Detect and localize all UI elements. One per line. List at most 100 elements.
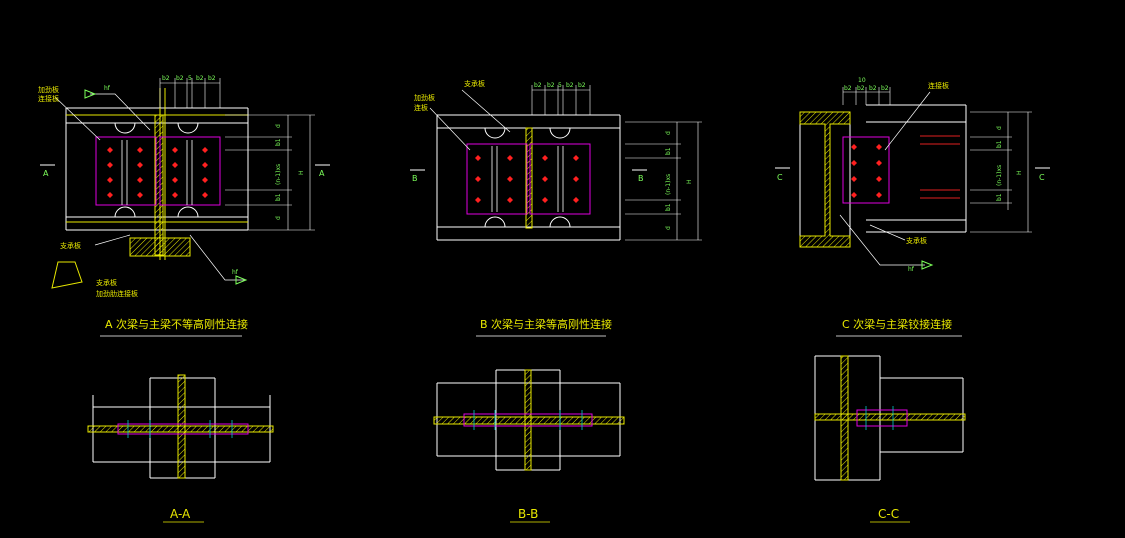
bolt: [876, 160, 882, 166]
bolt: [876, 192, 882, 198]
view-b-label-plate: 支承板: [464, 79, 485, 88]
view-a-dim-top-3: b2: [196, 75, 204, 82]
section-a-a-flange: [87, 425, 274, 433]
bolt: [107, 177, 113, 183]
view-b-dim-top-0: b2: [534, 82, 542, 89]
view-b-dim-right-1: b1: [665, 147, 672, 155]
section-c-c-outline: [814, 355, 964, 481]
bolt: [475, 155, 481, 161]
view-b-cope-holes: [484, 127, 571, 228]
view-c: 10 b2 b2 b2 b2 d b1 (n-1)xs b1 H C C 连接板…: [775, 77, 1050, 337]
view-a-dim-right-2: (n-1)xs: [275, 164, 282, 185]
view-b-dim-top-2: 5: [558, 82, 562, 89]
view-b-note-2: 连板: [414, 103, 428, 112]
view-b-right-dims: [625, 121, 702, 241]
view-b-dim-right-3: b1: [665, 203, 672, 211]
view-a-stiffener-detail: [51, 261, 83, 289]
view-c-dim-right-3: b1: [996, 193, 1003, 201]
bolt: [107, 147, 113, 153]
view-b-dim-top-3: b2: [566, 82, 574, 89]
section-b-b-plate: [463, 413, 593, 427]
view-a-dim-top-2: 5: [188, 75, 192, 82]
view-a-weld-symbol-top: [84, 89, 97, 99]
bolt: [202, 177, 208, 183]
view-a-bolt-lines: [121, 140, 193, 205]
view-a-title: A 次梁与主梁不等高刚性连接: [105, 317, 248, 331]
view-a-label-plate: 连接板: [38, 94, 59, 103]
section-b-b: B-B: [433, 369, 625, 523]
view-c-label-hf: hf: [908, 266, 915, 273]
view-b-top-dims: [531, 85, 591, 115]
view-a-dim-right-0: d: [275, 124, 282, 128]
view-a-dim-right-4: d: [275, 216, 282, 220]
view-a-section-mark-left: A: [43, 169, 49, 178]
bolt: [542, 176, 548, 182]
bolt: [172, 192, 178, 198]
view-c-top-dims: [842, 87, 891, 105]
view-a-dim-right-3: b1: [275, 193, 282, 201]
view-c-weld-symbol: [921, 260, 934, 270]
bolt: [202, 147, 208, 153]
bolt: [202, 162, 208, 168]
view-c-section-mark-right: C: [1039, 173, 1045, 182]
view-a-splice-plate-left: [95, 136, 157, 206]
section-a-a-title: A-A: [170, 507, 191, 521]
view-b-note-1: 加劲板: [414, 93, 435, 102]
bolt: [107, 162, 113, 168]
view-c-dim-right-0: d: [996, 126, 1003, 130]
view-a-splice-plate-right: [159, 136, 221, 206]
view-c-right-dims: [970, 111, 1032, 233]
bolt: [851, 144, 857, 150]
view-b-dim-h: H: [686, 179, 693, 184]
bolt: [851, 192, 857, 198]
bolt: [475, 197, 481, 203]
bolt: [507, 155, 513, 161]
view-c-leaders: [839, 91, 931, 266]
bolt: [876, 176, 882, 182]
view-a-note-2: 加劲肋连接板: [96, 289, 138, 298]
view-a-label-hf-top: hf: [104, 85, 111, 92]
bolt: [507, 197, 513, 203]
section-c-c-flange: [814, 413, 966, 421]
bolt: [202, 192, 208, 198]
bolt: [542, 155, 548, 161]
view-b-dim-right-0: d: [665, 131, 672, 135]
section-b-b-bolt-lines: [473, 410, 583, 430]
bolt: [475, 176, 481, 182]
bolt: [851, 176, 857, 182]
view-a-main-beam-flange: [129, 237, 191, 257]
view-c-note-1: 支承板: [906, 236, 927, 245]
view-a: b2 b2 5 b2 b2 d b1 (n-1)xs b1 d H A A 加劲…: [38, 75, 330, 337]
section-c-c-title: C-C: [878, 507, 899, 521]
bolt: [137, 192, 143, 198]
view-b-bolts: [475, 155, 579, 203]
view-a-dim-top-4: b2: [208, 75, 216, 82]
view-a-label-hf-bottom: hf: [232, 269, 239, 276]
view-c-connection-plate: [842, 136, 890, 204]
section-b-b-title: B-B: [518, 507, 538, 521]
view-b-title: B 次梁与主梁等高刚性连接: [480, 317, 612, 331]
section-c-c: C-C: [814, 355, 966, 523]
bolt: [851, 160, 857, 166]
view-c-dim-right-2: (n-1)xs: [996, 165, 1003, 186]
view-a-note-1: 支承板: [96, 278, 117, 287]
view-a-top-dims: [159, 78, 221, 108]
section-c-c-bolt-lines: [865, 406, 894, 430]
view-a-weld-symbol-bottom: [235, 275, 248, 285]
view-b-splice-plate-left: [466, 143, 528, 215]
section-a-a: A-A: [87, 374, 274, 523]
section-a-a-bolt-lines: [127, 420, 233, 438]
view-c-dim-top-1: b2: [844, 85, 852, 92]
bolt: [172, 147, 178, 153]
view-a-label-stiffener: 加劲板: [38, 85, 59, 94]
view-c-label-plate: 连接板: [928, 81, 949, 90]
view-b: b2 b2 5 b2 b2 d b1 (n-1)xs b1 d H B B 支承…: [410, 79, 702, 337]
view-a-label-stiffener2: 支承板: [60, 241, 81, 250]
view-b-dim-top-4: b2: [578, 82, 586, 89]
view-a-dim-h: H: [298, 170, 305, 175]
view-a-dim-right-1: b1: [275, 138, 282, 146]
view-c-dim-top-2: b2: [857, 85, 865, 92]
view-b-dim-top-1: b2: [547, 82, 555, 89]
view-c-dim-top-4: b2: [881, 85, 889, 92]
